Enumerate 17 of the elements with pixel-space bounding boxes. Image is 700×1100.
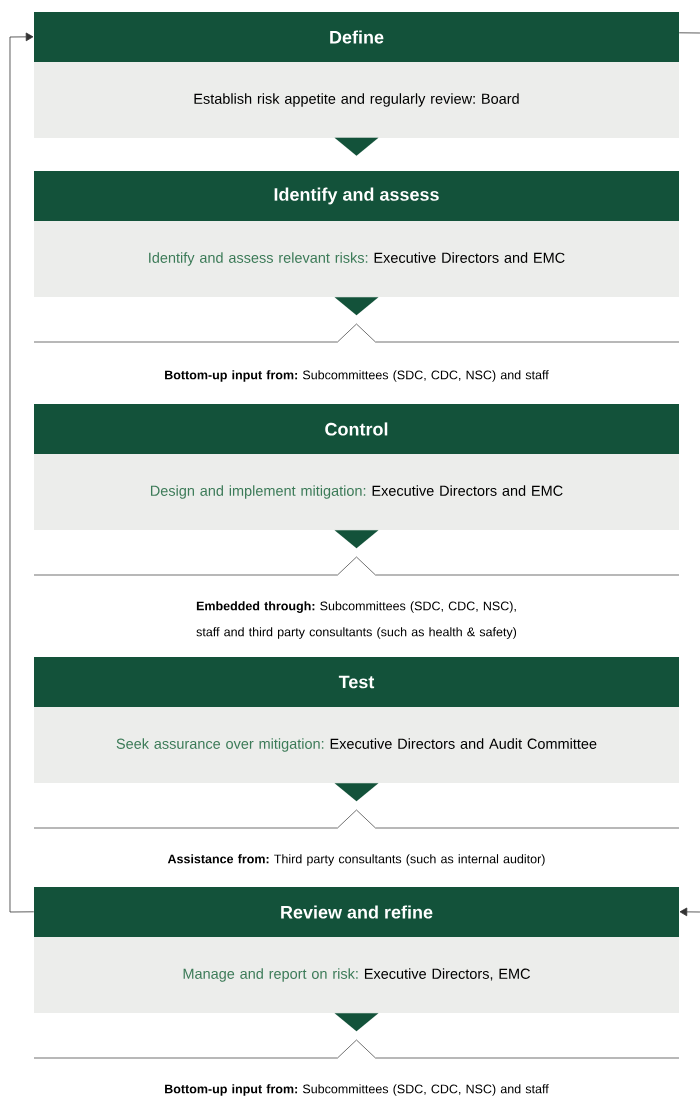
stage-title: Define — [330, 30, 384, 44]
chevron-arrow — [334, 137, 379, 156]
note-text: Bottom-up input from: Subcommittees (SDC, CDC, NSC) and staff — [165, 370, 549, 382]
note-text: Bottom-up input from: Subcommittees (SDC, CDC, NSC) and staff — [165, 1084, 549, 1096]
connector-arrow — [679, 907, 700, 917]
stage-title: Control — [325, 422, 388, 436]
note-text: Embedded through: Subcommittees (SDC, CDC, NSC), staff and third party consultants (such as health & safety) — [196, 601, 517, 639]
stage-title: Test — [338, 675, 375, 689]
stage-title: Review and refine — [281, 905, 433, 919]
loop-arrow — [9, 32, 35, 913]
chevron-arrow — [334, 783, 379, 802]
chevron-arrow — [334, 297, 379, 316]
stage-title: Identify and assess — [274, 187, 439, 205]
chevron-arrow — [334, 1013, 379, 1032]
note-text: Assistance from: Third party consultants (such as internal auditor) — [167, 854, 545, 866]
connector-line — [678, 32, 700, 34]
chevron-arrow — [334, 530, 379, 549]
